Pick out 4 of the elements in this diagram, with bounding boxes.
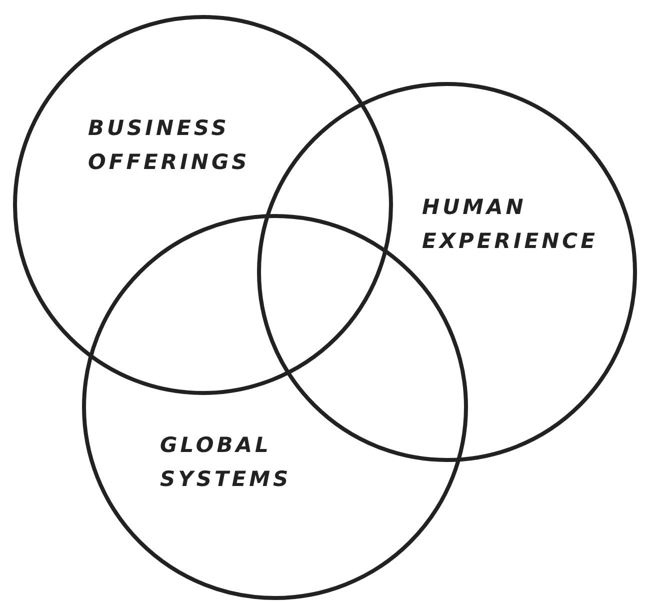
circle-label: BUSINESS OFFERINGS	[88, 115, 251, 176]
venn-circle	[13, 15, 393, 395]
circle-label: GLOBAL SYSTEMS	[160, 432, 292, 493]
circle-label: HUMAN EXPERIENCE	[422, 194, 599, 255]
